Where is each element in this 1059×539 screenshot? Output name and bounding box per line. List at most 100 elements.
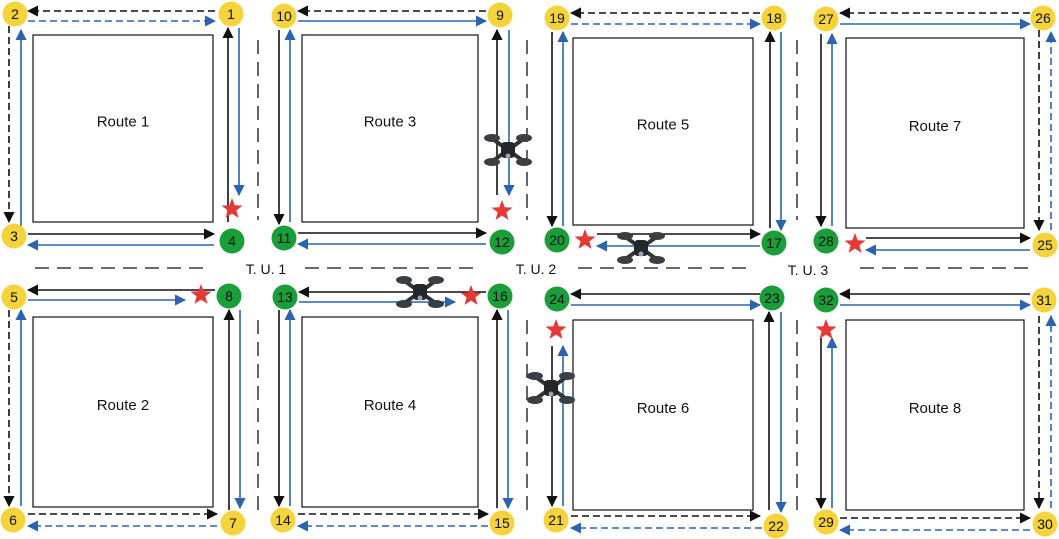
- node-25: 25: [1032, 232, 1058, 258]
- route-label: Route 2: [97, 397, 150, 414]
- route-3: [301, 34, 479, 223]
- star-icon: [844, 233, 866, 253]
- star-icon: [221, 198, 243, 218]
- node-label: 4: [228, 233, 236, 249]
- node-27: 27: [813, 6, 839, 32]
- node-circle: [270, 507, 296, 533]
- route-label: Route 4: [364, 397, 417, 414]
- node-circle: [487, 2, 513, 28]
- node-label: 3: [10, 228, 18, 244]
- node-label: 15: [494, 515, 510, 531]
- node-label: 29: [818, 514, 834, 530]
- node-label: 26: [1035, 10, 1051, 26]
- node-label: 17: [766, 235, 782, 251]
- node-circle: [761, 5, 787, 31]
- transfer-unit-label: T. U. 1: [246, 261, 287, 277]
- node-23: 23: [759, 285, 785, 311]
- node-label: 8: [225, 288, 233, 304]
- transfer-unit-label: T. U. 2: [516, 261, 557, 277]
- drone-icon: [482, 132, 534, 168]
- route-8: [845, 319, 1025, 511]
- node-label: 24: [549, 291, 565, 307]
- route-label: Route 8: [909, 400, 962, 417]
- node-circle: [0, 507, 26, 533]
- node-label: 32: [818, 292, 834, 308]
- node-circle: [487, 283, 513, 309]
- node-label: 11: [277, 230, 292, 246]
- node-label: 31: [1036, 292, 1052, 308]
- node-circle: [813, 228, 839, 254]
- node-label: 9: [496, 7, 504, 23]
- node-17: 17: [761, 230, 787, 256]
- node-label: 2: [11, 6, 19, 22]
- node-label: 30: [1037, 516, 1053, 532]
- node-15: 15: [489, 510, 515, 536]
- node-20: 20: [544, 227, 570, 253]
- star-icon: [491, 200, 513, 220]
- route-box: [845, 37, 1025, 229]
- node-2: 2: [2, 1, 28, 27]
- node-1: 1: [218, 1, 244, 27]
- node-22: 22: [763, 513, 789, 539]
- node-label: 12: [494, 234, 510, 250]
- node-circle: [218, 1, 244, 27]
- node-circle: [544, 5, 570, 31]
- node-label: 19: [549, 10, 565, 26]
- node-label: 16: [492, 288, 508, 304]
- node-label: 27: [818, 11, 834, 27]
- route-2: [32, 316, 214, 508]
- node-circle: [544, 227, 570, 253]
- node-28: 28: [813, 228, 839, 254]
- star-icon: [460, 285, 482, 305]
- drone-icon: [525, 370, 577, 406]
- transfer-unit-label: T. U. 3: [788, 262, 829, 278]
- node-circle: [2, 1, 28, 27]
- node-3: 3: [1, 223, 27, 249]
- node-label: 23: [764, 290, 780, 306]
- node-10: 10: [271, 3, 297, 29]
- node-18: 18: [761, 5, 787, 31]
- node-4: 4: [219, 228, 245, 254]
- star-icon: [815, 319, 837, 339]
- node-circle: [216, 283, 242, 309]
- star-icon: [190, 284, 212, 304]
- node-circle: [761, 230, 787, 256]
- node-circle: [543, 507, 569, 533]
- node-11: 11: [271, 225, 297, 251]
- node-label: 18: [766, 10, 782, 26]
- node-7: 7: [220, 510, 246, 536]
- route-7: [845, 37, 1025, 229]
- node-circle: [220, 510, 246, 536]
- node-19: 19: [544, 5, 570, 31]
- node-label: 28: [818, 233, 834, 249]
- node-29: 29: [813, 509, 839, 535]
- route-1: [32, 34, 214, 223]
- route-4: [301, 316, 479, 508]
- node-label: 13: [277, 289, 293, 305]
- node-circle: [544, 286, 570, 312]
- route-5: [572, 37, 754, 226]
- route-box: [572, 319, 754, 511]
- node-6: 6: [0, 507, 26, 533]
- route-box: [301, 316, 479, 508]
- node-26: 26: [1030, 5, 1056, 31]
- node-label: 21: [548, 512, 564, 528]
- node-circle: [763, 513, 789, 539]
- route-box: [32, 34, 214, 223]
- node-label: 1: [227, 6, 235, 22]
- node-32: 32: [813, 287, 839, 313]
- node-label: 5: [10, 289, 18, 305]
- node-12: 12: [489, 229, 515, 255]
- node-circle: [489, 229, 515, 255]
- node-5: 5: [1, 284, 27, 310]
- route-label: Route 5: [637, 117, 690, 134]
- route-label: Route 1: [97, 114, 150, 131]
- node-label: 25: [1037, 237, 1053, 253]
- node-label: 14: [275, 512, 291, 528]
- node-31: 31: [1031, 287, 1057, 313]
- drone-icon: [615, 230, 667, 266]
- route-label: Route 6: [637, 400, 690, 417]
- node-16: 16: [487, 283, 513, 309]
